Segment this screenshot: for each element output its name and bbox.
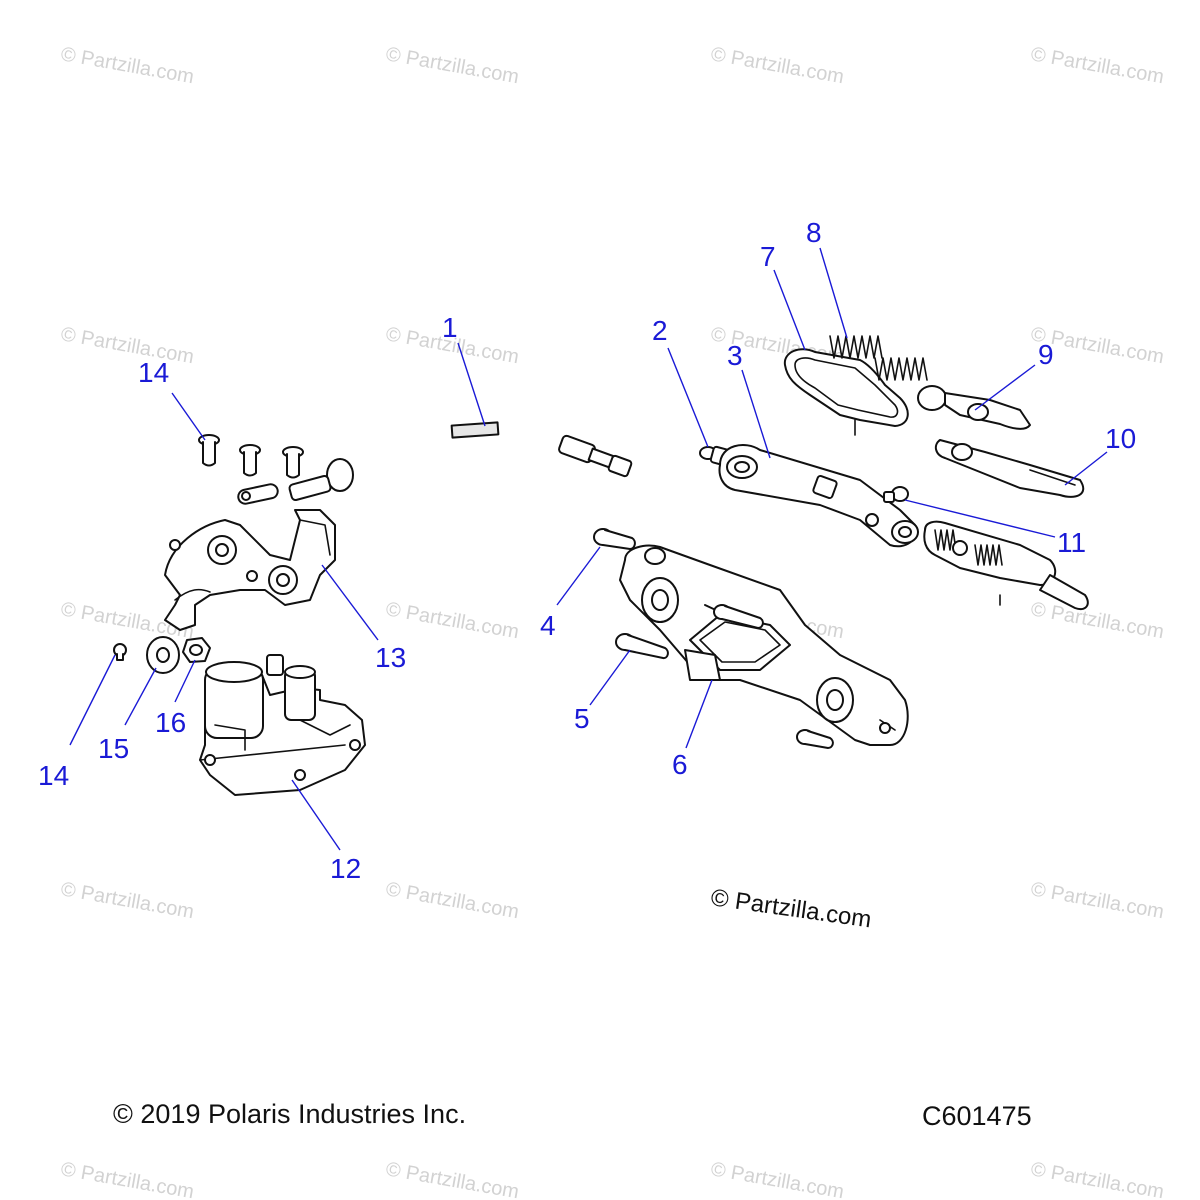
bolt-6b [796, 729, 834, 749]
callout-9: 9 [1038, 339, 1054, 370]
callout-labels: 1 2 3 4 5 6 7 8 9 10 11 12 13 14 14 15 1… [38, 217, 1136, 884]
callout-6: 6 [672, 749, 688, 780]
leader-12 [291, 779, 341, 851]
watermark: © Partzilla.com [384, 1158, 521, 1200]
leader-11 [904, 499, 1056, 538]
bolt-5 [615, 633, 669, 660]
callout-11: 11 [1057, 527, 1086, 558]
leader-14a [171, 392, 206, 441]
watermark: © Partzilla.com [384, 43, 521, 88]
callout-16: 16 [155, 707, 186, 738]
watermark: © Partzilla.com [59, 43, 196, 88]
leader-14b [69, 654, 116, 746]
callout-2: 2 [652, 315, 668, 346]
watermark: © Partzilla.com [384, 878, 521, 923]
callout-12: 12 [330, 853, 361, 884]
watermark: © Partzilla.com [1029, 598, 1166, 643]
diagram-code: C601475 [922, 1101, 1032, 1131]
screws-top [198, 434, 304, 479]
bolt-6a [713, 604, 764, 629]
leader-6 [685, 679, 713, 749]
spring-assembly [923, 520, 1089, 611]
detent-lever [917, 385, 1031, 430]
watermark: © Partzilla.com [1029, 878, 1166, 923]
spring-retainer-frame [783, 348, 909, 436]
watermark: © Partzilla.com [59, 878, 196, 923]
callout-1: 1 [442, 312, 458, 343]
watermark: © Partzilla.com [1029, 43, 1166, 88]
callout-14-bottom: 14 [38, 760, 69, 791]
screw-lower [113, 643, 127, 661]
watermark-layer: © Partzilla.com © Partzilla.com © Partzi… [59, 43, 1166, 1200]
watermark: © Partzilla.com [59, 323, 196, 368]
leader-8 [819, 247, 848, 339]
callout-14-top: 14 [138, 357, 169, 388]
leader-13 [321, 564, 379, 641]
callout-4: 4 [540, 610, 556, 641]
watermark: © Partzilla.com [709, 1158, 846, 1200]
leader-15 [124, 667, 157, 726]
bolt-4 [593, 528, 636, 550]
leader-7 [773, 269, 806, 351]
watermark: © Partzilla.com [59, 1158, 196, 1200]
leader-4 [556, 546, 601, 606]
leader-10 [1064, 451, 1108, 486]
watermark: © Partzilla.com [709, 43, 846, 88]
cable-bracket [164, 509, 336, 631]
watermark: © Partzilla.com [384, 598, 521, 643]
callout-15: 15 [98, 733, 129, 764]
leader-1 [457, 342, 486, 427]
shift-cable [237, 421, 633, 505]
leader-5 [589, 649, 631, 706]
shift-actuator [199, 654, 366, 796]
washer [146, 636, 180, 674]
center-watermark: © Partzilla.com [709, 884, 873, 933]
callout-13: 13 [375, 642, 406, 673]
shift-housing [619, 544, 909, 746]
leader-3 [741, 369, 771, 459]
copyright-text: © 2019 Polaris Industries Inc. [113, 1099, 466, 1129]
leader-lines [69, 247, 1108, 851]
watermark: © Partzilla.com [1029, 1158, 1166, 1200]
callout-8: 8 [806, 217, 822, 248]
leader-2 [667, 347, 709, 448]
leader-9 [974, 364, 1036, 411]
springs [829, 335, 928, 381]
shift-arm [718, 444, 919, 548]
leader-16 [174, 659, 196, 703]
callout-3: 3 [727, 340, 743, 371]
callout-10: 10 [1105, 423, 1136, 454]
callout-7: 7 [760, 241, 776, 272]
pin [883, 486, 909, 503]
callout-5: 5 [574, 703, 590, 734]
shift-lever [934, 439, 1085, 498]
nut [182, 637, 211, 663]
